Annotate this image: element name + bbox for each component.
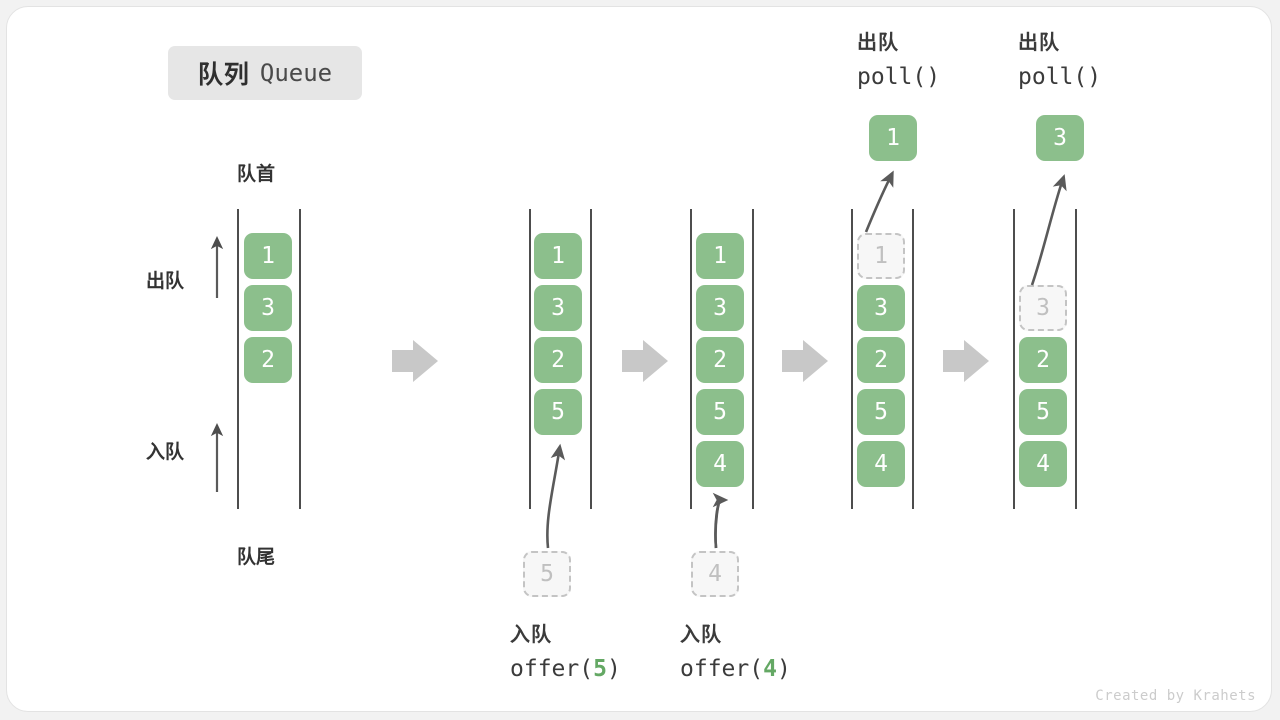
col-3-cell-2: 2 — [696, 337, 744, 383]
col-5-cell-1: 2 — [1019, 337, 1067, 383]
title-en: Queue — [259, 59, 333, 87]
col-4-cell-2: 2 — [857, 337, 905, 383]
col-1-cell-2: 2 — [244, 337, 292, 383]
col-3-cell-4: 4 — [696, 441, 744, 487]
title-badge: 队列 Queue — [168, 46, 362, 100]
outgoing-3: 3 — [1036, 115, 1084, 161]
watermark: Created by Krahets — [1095, 688, 1256, 704]
title-cn: 队列 — [197, 61, 250, 89]
op-poll-1: 出队 poll() — [857, 26, 940, 94]
col-1-cell-1: 3 — [244, 285, 292, 331]
incoming-4: 4 — [691, 551, 739, 597]
op-poll-1-suffix: ) — [926, 64, 941, 90]
col-2-rail-right — [590, 209, 592, 509]
col-4-rail-right — [912, 209, 914, 509]
col-2-cell-2: 2 — [534, 337, 582, 383]
label-dequeue: 出队 — [146, 271, 185, 292]
op-offer-5-cn: 入队 — [510, 624, 552, 646]
label-rear: 队尾 — [237, 547, 276, 568]
label-enqueue: 入队 — [146, 442, 185, 463]
diagram-card — [6, 6, 1272, 712]
op-poll-2: 出队 poll() — [1018, 26, 1101, 94]
op-offer-4-arg: 4 — [763, 656, 777, 682]
op-offer-4-cn: 入队 — [680, 624, 722, 646]
col-3-rail-left — [690, 209, 692, 509]
col-4-cell-3: 5 — [857, 389, 905, 435]
col-3-cell-0: 1 — [696, 233, 744, 279]
op-offer-5-code: offer(5) — [510, 652, 621, 686]
op-offer-4: 入队 offer(4) — [680, 618, 791, 686]
op-offer-4-prefix: offer( — [680, 656, 764, 682]
col-3-cell-3: 5 — [696, 389, 744, 435]
col-3-cell-1: 3 — [696, 285, 744, 331]
col-1-cell-0: 1 — [244, 233, 292, 279]
op-offer-4-suffix: ) — [776, 656, 791, 682]
incoming-5: 5 — [523, 551, 571, 597]
col-5-rail-left — [1013, 209, 1015, 509]
op-poll-2-suffix: ) — [1087, 64, 1102, 90]
col-5-cell-2: 5 — [1019, 389, 1067, 435]
col-4-cell-1: 3 — [857, 285, 905, 331]
col-5-cell-3: 4 — [1019, 441, 1067, 487]
col-2-cell-3: 5 — [534, 389, 582, 435]
col-5-cell-0-ghost: 3 — [1019, 285, 1067, 331]
outgoing-1: 1 — [869, 115, 917, 161]
col-5-rail-right — [1075, 209, 1077, 509]
col-4-cell-0-ghost: 1 — [857, 233, 905, 279]
op-offer-5: 入队 offer(5) — [510, 618, 621, 686]
op-poll-2-prefix: poll( — [1018, 64, 1088, 90]
col-2-cell-1: 3 — [534, 285, 582, 331]
op-poll-1-code: poll() — [857, 60, 940, 94]
op-offer-5-arg: 5 — [593, 656, 607, 682]
col-4-cell-4: 4 — [857, 441, 905, 487]
op-poll-2-cn: 出队 — [1018, 32, 1060, 54]
col-1-rail-left — [237, 209, 239, 509]
op-offer-5-suffix: ) — [606, 656, 621, 682]
col-4-rail-left — [851, 209, 853, 509]
op-poll-2-code: poll() — [1018, 60, 1101, 94]
col-3-rail-right — [752, 209, 754, 509]
col-2-cell-0: 1 — [534, 233, 582, 279]
label-front: 队首 — [237, 164, 276, 185]
op-poll-1-cn: 出队 — [857, 32, 899, 54]
col-1-rail-right — [299, 209, 301, 509]
col-2-rail-left — [529, 209, 531, 509]
op-poll-1-prefix: poll( — [857, 64, 927, 90]
op-offer-5-prefix: offer( — [510, 656, 594, 682]
op-offer-4-code: offer(4) — [680, 652, 791, 686]
